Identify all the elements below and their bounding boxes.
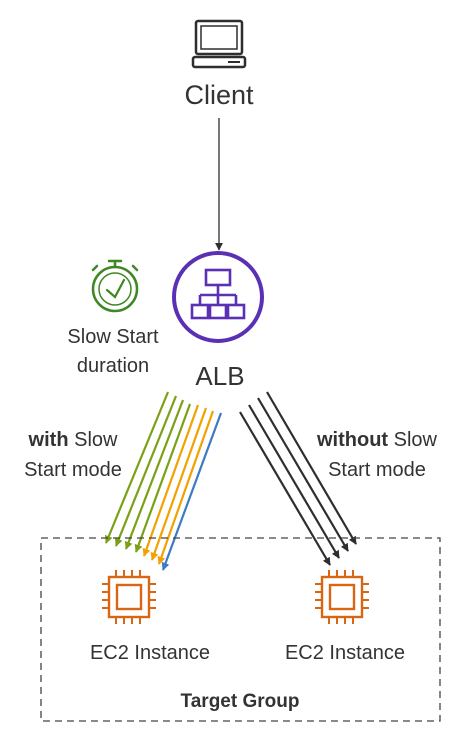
- arrow-orange-3: [157, 410, 215, 565]
- with-slow-start-label: with Slow Start mode: [10, 425, 136, 485]
- arrow-blue: [161, 412, 223, 571]
- alb-label: ALB: [195, 361, 245, 391]
- ec2-instance-label-left: EC2 Instance: [89, 642, 211, 664]
- client-label: Client: [184, 80, 254, 110]
- with-rest: Slow: [68, 429, 118, 451]
- slow-start-line2: duration: [76, 355, 150, 377]
- slow-start-line1: Slow Start: [67, 326, 159, 348]
- arrow-dark-1: [239, 411, 331, 566]
- arrow-green-4: [134, 403, 192, 553]
- ec2-instance-label-right: EC2 Instance: [284, 642, 406, 664]
- with-bold: with: [28, 429, 69, 451]
- no-slow-start-arrows: [239, 391, 357, 566]
- without-rest: Slow: [388, 429, 437, 451]
- slow-start-duration-label: Slow Start duration: [48, 323, 178, 381]
- load-balancer-icon: [172, 251, 264, 343]
- ec2-chip-icon: [315, 570, 369, 624]
- arrow-orange-1: [142, 404, 200, 557]
- target-group-box: [40, 537, 441, 722]
- without-slow-start-label: without Slow Start mode: [300, 425, 454, 485]
- ec2-chip-icon: [102, 570, 156, 624]
- without-bold: without: [317, 429, 389, 451]
- with-line2: Start mode: [24, 459, 122, 481]
- arrow-orange-2: [150, 407, 208, 561]
- arrow-green-2: [114, 395, 178, 547]
- arrow-green-3: [124, 399, 185, 550]
- arrow-green-1: [104, 391, 170, 544]
- target-group-label: Target Group: [180, 691, 300, 712]
- arrow-dark-4: [266, 391, 357, 545]
- without-line2: Start mode: [328, 459, 426, 481]
- stopwatch-icon: [91, 259, 139, 313]
- desktop-computer-icon: [191, 19, 247, 69]
- arrow-dark-2: [248, 404, 340, 559]
- arrow-dark-3: [257, 397, 349, 552]
